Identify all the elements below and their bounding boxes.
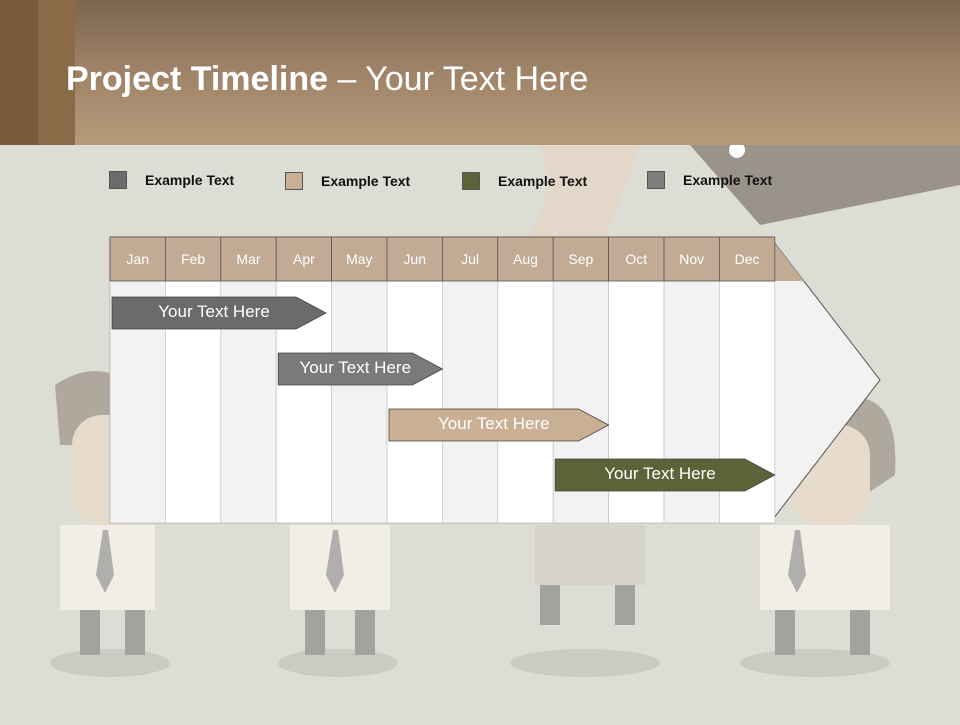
task-bar-3: [388, 408, 610, 442]
task-bar-4: [554, 458, 776, 492]
cartoon-figures-illustration: [50, 142, 960, 677]
task-label-2: Your Text Here: [299, 358, 412, 377]
legend-swatch: [285, 172, 303, 190]
month-label-dec: Dec: [734, 251, 760, 267]
legend-swatch: [462, 172, 480, 190]
header-banner: Project Timeline – Your Text Here: [0, 0, 960, 145]
legend-label: Example Text: [145, 172, 235, 188]
header-strip-light: [38, 0, 75, 145]
header-strip-dark: [0, 0, 38, 145]
legend-item-4: Example Text: [647, 171, 772, 189]
month-label-sep: Sep: [568, 251, 594, 267]
month-header-cell-jan: [109, 236, 166, 282]
month-header-cell-jun: [386, 236, 443, 282]
legend-swatch: [647, 171, 665, 189]
page-title: Project Timeline – Your Text Here: [66, 60, 588, 99]
legend-label: Example Text: [498, 173, 588, 189]
month-label-oct: Oct: [625, 251, 648, 267]
legend-item-1: Example Text: [109, 171, 234, 189]
legend-item-2: Example Text: [285, 172, 410, 190]
month-column-aug: [497, 280, 554, 524]
legend-label: Example Text: [321, 173, 411, 189]
task-label-1: Your Text Here: [158, 302, 270, 321]
month-header-cell-apr: [275, 236, 333, 282]
task-bar-1: [111, 296, 327, 330]
legend-swatch: [109, 171, 127, 189]
month-label-jun: Jun: [403, 251, 426, 267]
month-label-nov: Nov: [679, 251, 705, 267]
month-label-mar: Mar: [236, 251, 261, 267]
task-label-3: Your Text Here: [438, 414, 550, 433]
month-header-cell-oct: [608, 236, 665, 282]
month-column-may: [331, 280, 388, 524]
title-bold: Project Timeline: [66, 60, 329, 98]
month-label-aug: Aug: [513, 251, 538, 267]
month-header-cell-nov: [663, 236, 720, 282]
legend-label: Example Text: [683, 172, 773, 188]
task-bar-2: [277, 352, 444, 386]
task-label-4: Your Text Here: [604, 464, 716, 483]
task-bars: [111, 296, 776, 492]
month-header-cell-mar: [220, 236, 277, 282]
month-column-jun: [386, 280, 443, 524]
month-label-jul: Jul: [461, 251, 480, 267]
month-column-jul: [441, 280, 499, 524]
legend-item-3: Example Text: [462, 172, 587, 190]
month-label-may: May: [346, 251, 373, 267]
title-rest: – Your Text Here: [328, 60, 589, 98]
month-label-feb: Feb: [181, 251, 206, 267]
month-header-cell-may: [331, 236, 388, 282]
month-label-jan: Jan: [126, 251, 149, 267]
arrow-header-tip: [770, 237, 804, 281]
month-label-apr: Apr: [292, 251, 315, 267]
month-header-cell-dec: [719, 236, 776, 282]
